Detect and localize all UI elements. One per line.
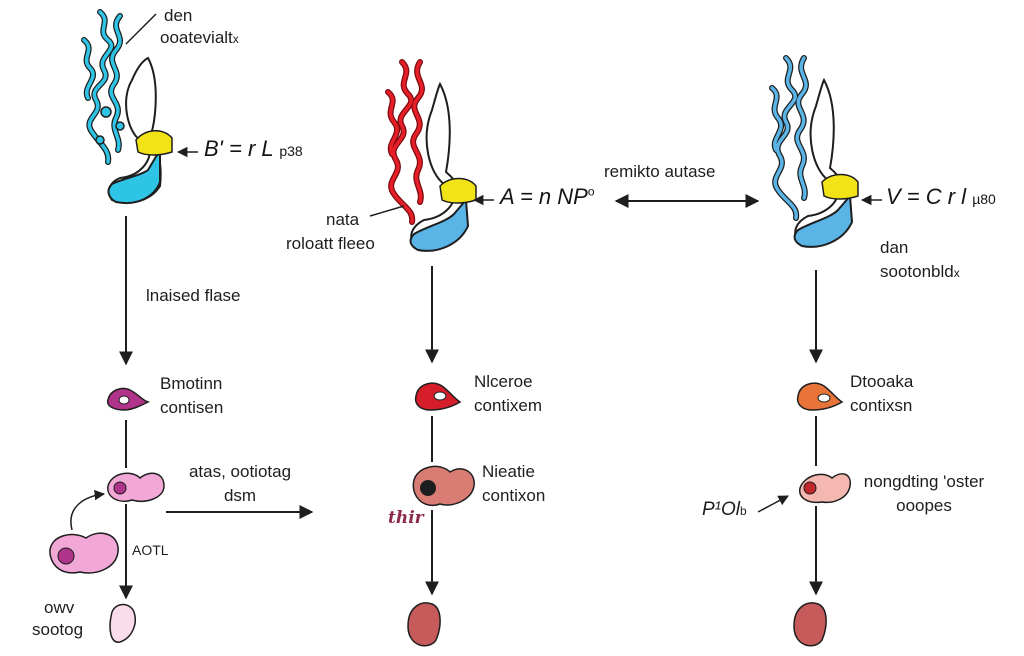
left-tubule-fill (82, 10, 122, 164)
right-branch-label: P¹Olb (702, 500, 747, 521)
right-formula: V = C r l µ80 (886, 184, 996, 210)
right-stage2-nucleus (803, 481, 817, 495)
middle-formula: A = n NPo (500, 184, 595, 210)
middle-connector-label: remikto autase (604, 162, 716, 181)
left-gland-duct (107, 146, 161, 204)
left-stage2-label-line2: dsm (223, 486, 257, 505)
middle-organ-figure (385, 59, 477, 252)
right-formula-text: V = C r l (886, 184, 967, 209)
right-formula-sub: µ80 (972, 191, 996, 207)
right-branch-label-text: P¹Ol (702, 499, 740, 520)
left-branch-nucleus (57, 547, 75, 565)
middle-formula-text: A = n NP (500, 184, 588, 209)
middle-side-label-line2: roloatt fleeo (286, 234, 375, 253)
right-side-label-text: sootonbld (880, 262, 954, 281)
right-gland-outline (794, 77, 850, 243)
right-branch-label-sub: b (740, 504, 747, 518)
right-side-label-line2: sootonbldx (880, 262, 960, 283)
left-branch-label: AOTL (132, 542, 169, 558)
right-stage1-label-line2: contixsn (850, 396, 913, 415)
right-side-label-sub: x (953, 266, 960, 280)
left-branch-curve-arrow (70, 489, 106, 531)
right-stage1-nucleus (817, 393, 831, 403)
left-formula-sub: p38 (279, 143, 303, 159)
left-bottom-label-line1: owv (44, 598, 75, 617)
middle-stage1-label-line2: contixem (474, 396, 543, 415)
left-stage1-label-line1: Bmotinn (160, 374, 223, 393)
right-final-cell (793, 602, 827, 647)
right-stage2-label-line2: ooopes (896, 496, 952, 515)
left-pointer-line (125, 13, 157, 45)
left-formula: B' = r L p38 (204, 136, 303, 162)
middle-tubule-fill (386, 60, 424, 224)
left-top-label-line1: den (164, 6, 193, 25)
middle-side-label-line1: nata (326, 210, 360, 229)
left-final-cell (109, 603, 136, 643)
left-stage2-label-line1: atas, ootiotag (188, 462, 292, 481)
middle-stage2-nucleus (420, 480, 436, 496)
middle-final-cell (407, 602, 441, 647)
middle-gland-cap (439, 177, 477, 204)
middle-gland-duct (409, 197, 470, 252)
left-tubule-vesicles (95, 106, 125, 145)
left-arrow-label: lnaised flase (146, 286, 241, 305)
middle-side-pointer-line (369, 205, 405, 217)
left-top-label-sub: x (232, 32, 239, 46)
left-gland-cap (135, 130, 173, 156)
right-stage2-cell (799, 473, 851, 504)
middle-accent-label: thir (388, 508, 424, 528)
right-gland-duct (793, 193, 854, 248)
middle-stage2-label-line2: contixon (482, 486, 546, 505)
right-stage2-label-line1: nongdting 'oster (863, 472, 985, 491)
right-branch-arrow (757, 495, 789, 513)
left-bottom-label-line2: sootog (32, 620, 84, 639)
left-stage1-nucleus (118, 395, 130, 405)
middle-stage2-label-line1: Nieatie (482, 462, 535, 481)
right-gland-cap (821, 173, 859, 200)
right-organ-figure (769, 55, 859, 248)
left-formula-text: B' = r L (204, 136, 274, 161)
left-stage1-label-line2: contisen (160, 398, 224, 417)
left-organ-figure (81, 9, 173, 204)
left-top-label-line2: ooatevialtx (160, 28, 239, 49)
middle-gland-outline (410, 81, 466, 247)
left-stage2-nucleus (113, 481, 127, 495)
left-top-label-text: ooatevialt (160, 28, 233, 47)
right-stage1-label-line1: Dtooaka (850, 372, 914, 391)
right-side-label-line1: dan (880, 238, 909, 257)
left-stage2-cell (107, 472, 165, 502)
right-tubule-fill (770, 56, 808, 220)
middle-formula-sup: o (587, 184, 595, 199)
middle-stage1-nucleus (433, 391, 447, 401)
middle-stage1-label-line1: Nlceroe (474, 372, 533, 391)
